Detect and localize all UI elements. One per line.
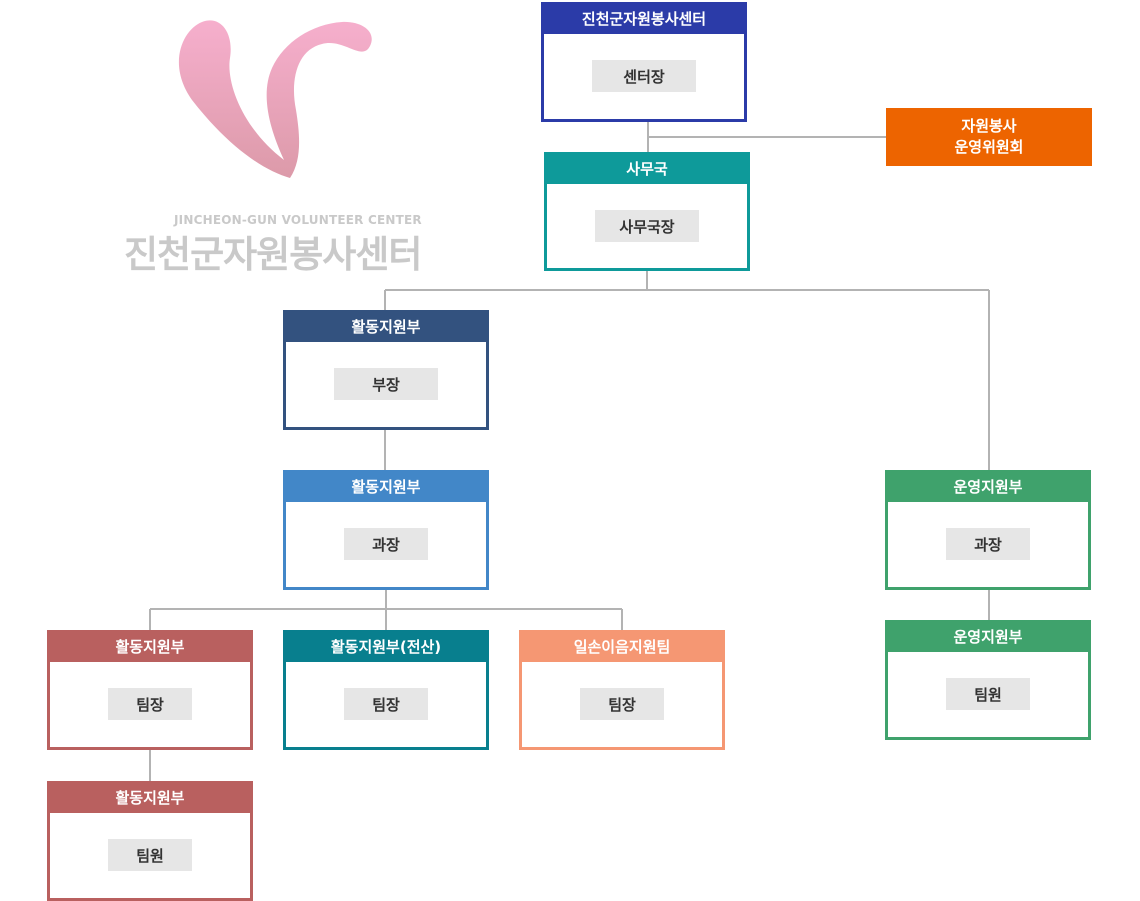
node-committee: 자원봉사 운영위원회 [886,108,1092,166]
node-activity-dept: 활동지원부 부장 [283,310,489,430]
logo-subtitle: JINCHEON-GUN VOLUNTEER CENTER [174,213,422,227]
node-activity-section: 활동지원부 과장 [283,470,489,590]
node-office: 사무국 사무국장 [544,152,750,271]
node-job-team-title: 일손이음지원팀 [519,630,725,662]
node-activity-dept-title: 활동지원부 [283,310,489,342]
node-operation-member-title: 운영지원부 [885,620,1091,652]
node-operation-section-role: 과장 [946,528,1030,560]
node-activity-member-role: 팀원 [108,839,192,871]
node-office-title: 사무국 [544,152,750,184]
node-activity-section-title: 활동지원부 [283,470,489,502]
node-activity-it-team: 활동지원부(전산) 팀장 [283,630,489,750]
node-activity-section-role: 과장 [344,528,428,560]
node-center: 진천군자원봉사센터 센터장 [541,2,747,122]
node-operation-section: 운영지원부 과장 [885,470,1091,590]
logo-title: 진천군자원봉사센터 [124,233,422,276]
node-center-role: 센터장 [592,60,696,92]
committee-line1: 자원봉사 [961,117,1017,135]
node-activity-team-title: 활동지원부 [47,630,253,662]
heart-logo-icon [178,20,372,179]
node-office-role: 사무국장 [595,210,699,242]
node-activity-member: 활동지원부 팀원 [47,781,253,901]
node-activity-member-title: 활동지원부 [47,781,253,813]
node-operation-member-role: 팀원 [946,678,1030,710]
node-job-team: 일손이음지원팀 팀장 [519,630,725,750]
center-logo: JINCHEON-GUN VOLUNTEER CENTER 진천군자원봉사센터 [120,10,430,276]
node-activity-team-role: 팀장 [108,688,192,720]
node-activity-it-team-title: 활동지원부(전산) [283,630,489,662]
node-activity-dept-role: 부장 [334,368,438,400]
node-operation-member: 운영지원부 팀원 [885,620,1091,740]
node-activity-team: 활동지원부 팀장 [47,630,253,750]
committee-line2: 운영위원회 [954,138,1024,156]
node-job-team-role: 팀장 [580,688,664,720]
node-center-title: 진천군자원봉사센터 [541,2,747,34]
node-activity-it-team-role: 팀장 [344,688,428,720]
node-operation-section-title: 운영지원부 [885,470,1091,502]
